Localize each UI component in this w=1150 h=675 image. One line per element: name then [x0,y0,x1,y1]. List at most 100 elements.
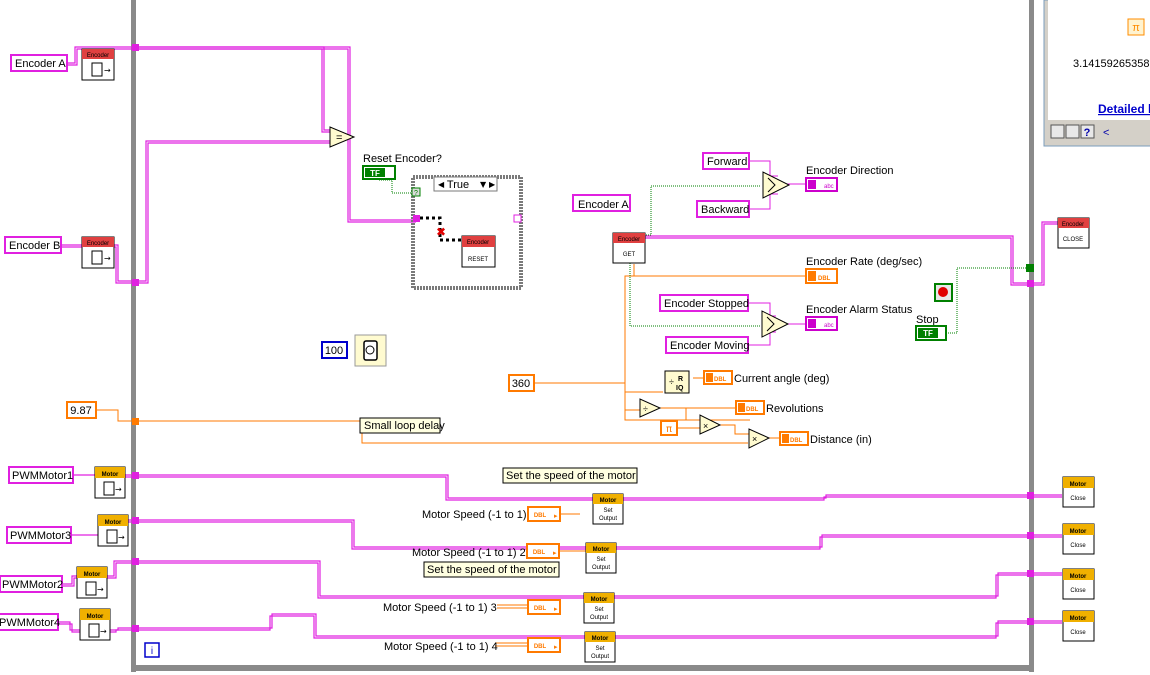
encoder-b-label: Encoder B [9,240,60,252]
pi-value: 3.14159265358 [1073,58,1149,70]
divide-glyph: ÷ [643,404,648,414]
direction-select-node[interactable] [762,171,791,199]
motor-speed-4-control[interactable]: DBL ▸ [527,637,561,653]
encoder-get-vi[interactable]: Encoder GET [612,232,646,264]
encoder-stopped-constant[interactable]: Encoder Stopped [659,294,749,312]
close-vi-label: Close [1070,588,1086,594]
case-dropdown-icon[interactable]: ▼ [480,180,487,189]
motor-speed-3-label: Motor Speed (-1 to 1) 3 [383,602,497,614]
control-pwm-motor-1[interactable]: PWMMotor1 [8,466,74,484]
detailed-help-link[interactable]: Detailed h [1098,102,1150,116]
pi-icon-symbol: π [1132,22,1140,34]
question-icon[interactable] [1080,124,1095,139]
forward-constant[interactable]: Forward [702,152,750,170]
set-output-header: Motor [591,597,608,603]
case-structure[interactable]: ◀ True ▼ ▶ ? ✖ Encoder RESET [411,175,523,290]
set-speed-comment-2: Set the speed of the motor [423,561,560,578]
close-vi-header: Motor [1070,616,1087,622]
motor-open-vi-1[interactable]: Motor → [94,466,126,499]
set-output-label-2: Output [590,615,608,621]
motor-close-vi-3[interactable]: Motor Close [1062,523,1095,555]
current-angle-label: Current angle (deg) [734,373,829,385]
motor-speed-1-control[interactable]: DBL ▸ [527,506,561,522]
divide-node[interactable]: ÷ [639,398,662,418]
alarm-select-node[interactable] [761,310,790,338]
backward-label: Backward [701,204,749,216]
close-vi-label: Close [1070,543,1086,549]
distance-indicator: DBL [779,431,809,446]
control-pwm-motor-2[interactable]: PWMMotor2 [0,575,63,593]
close-vi-header: Motor [1070,529,1087,535]
pi-constant[interactable]: π [660,420,678,436]
motor-set-output-vi-2[interactable]: Motor Set Output [585,542,617,574]
small-loop-delay-label: Small loop delay [359,417,445,434]
backward-constant[interactable]: Backward [696,200,750,218]
case-input-tunnel [413,215,420,222]
encoder-moving-constant[interactable]: Encoder Moving [665,336,750,354]
wait-constant[interactable]: 100 [321,341,348,359]
multiply-node-2[interactable]: × [748,428,771,449]
stop-button-terminal[interactable]: TF [915,325,947,341]
set-output-label-2: Output [591,654,609,660]
close-vi-label: CLOSE [1063,237,1083,243]
case-left-arrow-icon[interactable]: ◀ [438,180,445,189]
lock-icon[interactable] [1050,124,1065,139]
control-pwm-motor-3[interactable]: PWMMotor3 [6,526,72,544]
encoder-a-label: Encoder A [15,58,66,70]
motor-open-vi-2[interactable]: Motor → [76,566,108,599]
arrow-icon: → [97,585,104,594]
set-output-label-1: Set [594,607,603,613]
dbl-text: DBL [533,550,546,556]
revolutions-indicator: DBL [735,400,765,415]
question-mark-glyph: ? [1084,127,1091,139]
motor-set-output-vi-3[interactable]: Motor Set Output [583,592,615,624]
multiply-node-1[interactable]: × [699,414,722,435]
dbl-text: DBL [746,407,759,413]
simple-help-icon[interactable] [1065,124,1080,139]
motor-open-vi-4[interactable]: Motor → [79,608,111,641]
degrees-value: 360 [512,378,530,390]
motor-close-vi-2[interactable]: Motor Close [1062,568,1095,600]
pwm-motor-2-label: PWMMotor2 [2,579,63,591]
arrow-icon: → [104,66,111,75]
vi-header: Motor [105,520,122,526]
motor-set-output-vi-1[interactable]: Motor Set Output [592,493,624,525]
motor-open-vi-3[interactable]: Motor → [97,514,129,547]
motor-close-vi-1[interactable]: Motor Close [1062,476,1095,508]
vi-header: Encoder [87,53,109,59]
control-arrow-icon: ▸ [554,605,558,613]
while-loop-frame[interactable] [131,0,1034,672]
close-vi-label: Close [1070,496,1086,502]
back-arrow-icon[interactable]: < [1103,127,1109,139]
encoder-alarm-indicator: abc [805,316,838,331]
encoder-a-global-refnum[interactable]: Encoder A [572,194,631,212]
pwm-motor-1-label: PWMMotor1 [12,470,73,482]
control-encoder-b[interactable]: Encoder B [4,236,62,254]
motor-speed-3-control[interactable]: DBL ▸ [527,599,561,615]
case-right-arrow-icon[interactable]: ▶ [489,180,496,189]
encoder-open-vi-a[interactable]: Encoder → [81,48,115,81]
case-selector-value[interactable]: True [447,179,469,191]
motor-speed-1-label: Motor Speed (-1 to 1) [422,509,527,521]
encoder-open-vi-b[interactable]: Encoder → [81,236,115,269]
degrees-constant[interactable]: 360 [508,374,535,392]
dbl-text: DBL [790,438,803,444]
encoder-close-vi[interactable]: Encoder CLOSE [1057,217,1090,249]
reset-encoder-terminal[interactable]: TF [362,165,396,180]
dbl-text: DBL [818,276,831,282]
control-encoder-a[interactable]: Encoder A [10,54,68,72]
quotient-remainder-node[interactable]: ÷ R IQ [664,370,690,394]
stop-condition-terminal[interactable] [934,283,953,302]
refnum-icon [91,62,103,77]
motor-close-vi-4[interactable]: Motor Close [1062,610,1095,642]
refnum-icon [85,581,97,596]
delay-constant[interactable]: 9.87 [66,401,97,419]
set-output-label-1: Set [603,508,612,514]
wait-ms-function[interactable] [354,334,387,367]
equal-comparison-node[interactable]: = [329,126,356,148]
context-help-window[interactable]: π 3.14159265358 Detailed h ? < [1043,0,1150,147]
control-pwm-motor-4[interactable]: PWMMotor4 [0,613,60,631]
motor-speed-2-control[interactable]: DBL ▸ [526,543,560,559]
motor-set-output-vi-4[interactable]: Motor Set Output [584,631,616,663]
set-output-label-1: Set [596,557,605,563]
